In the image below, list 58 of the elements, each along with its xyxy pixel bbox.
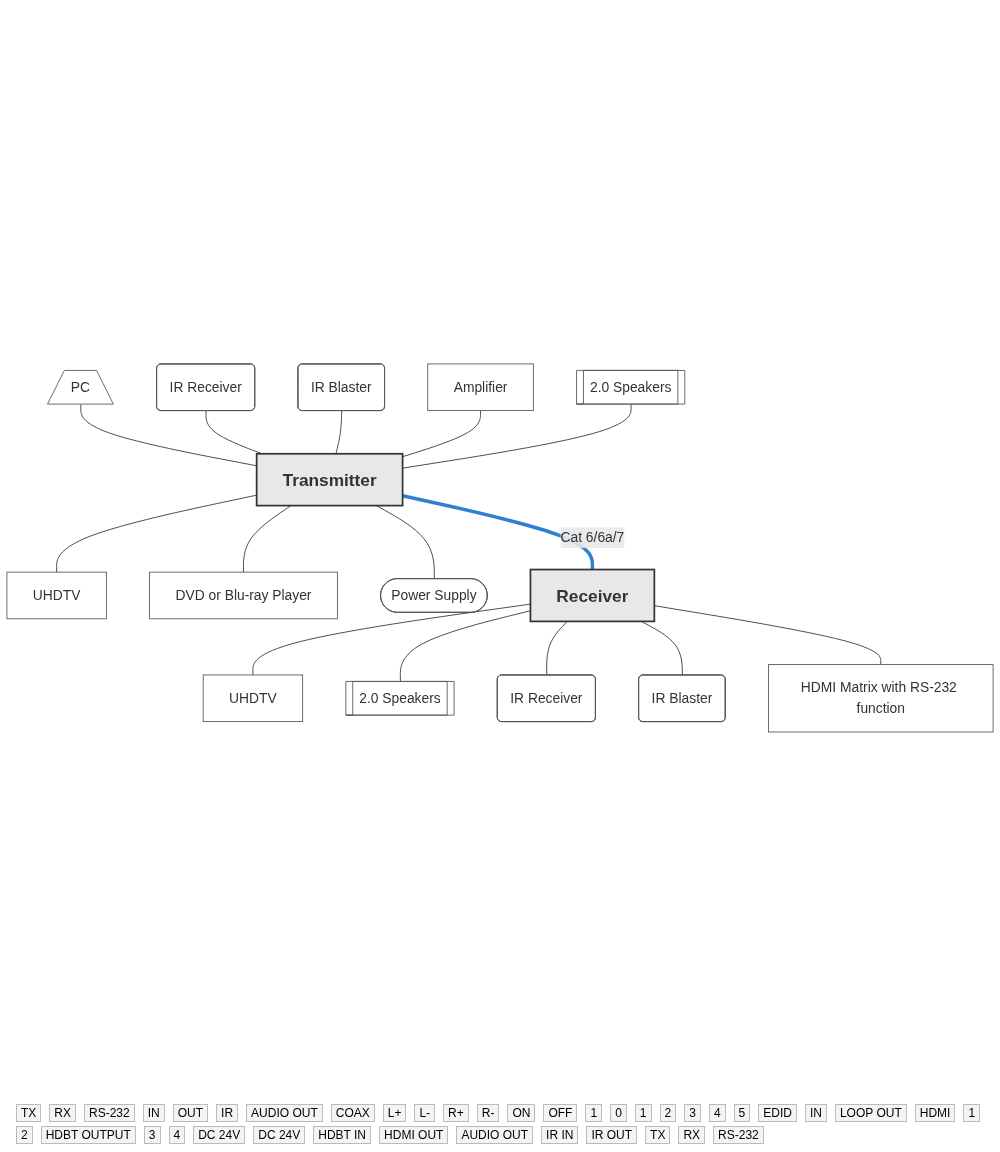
- port-label: RX: [678, 1126, 706, 1144]
- port-label: 1: [634, 1104, 652, 1122]
- port-label: 3: [143, 1126, 161, 1144]
- port-label: DC 24V: [253, 1126, 306, 1144]
- port-label: R-: [476, 1104, 500, 1122]
- node-box: HDMI Matrix with RS-232 function: [768, 664, 994, 733]
- connector: [402, 404, 632, 469]
- port-label: DC 24V: [193, 1126, 246, 1144]
- node-box: Receiver: [529, 568, 656, 623]
- port-label: HDBT OUTPUT: [40, 1126, 136, 1144]
- port-label: 1: [585, 1104, 603, 1122]
- port-label: RS-232: [84, 1104, 135, 1122]
- port-label: RS-232: [713, 1126, 764, 1144]
- port-label: 0: [610, 1104, 627, 1122]
- port-label: COAX: [330, 1104, 375, 1122]
- port-label: TX: [16, 1104, 42, 1122]
- port-label: L+: [382, 1104, 407, 1122]
- port-label: ON: [507, 1104, 536, 1122]
- port-label: AUDIO OUT: [246, 1104, 323, 1122]
- port-label: IN: [804, 1104, 827, 1122]
- port-label: 4: [708, 1104, 726, 1122]
- connector: [640, 621, 683, 676]
- edge-label: Cat 6/6a/7: [560, 529, 625, 545]
- node-box: UHDTV: [6, 571, 107, 620]
- port-label: OUT: [172, 1104, 209, 1122]
- port-label: L-: [414, 1104, 436, 1122]
- port-label: 1: [963, 1104, 981, 1122]
- port-label: HDMI OUT: [379, 1126, 449, 1144]
- node-box: UHDTV: [202, 674, 304, 723]
- port-label: LOOP OUT: [834, 1104, 907, 1122]
- node-box: Amplifier: [427, 363, 534, 412]
- port-label: EDID: [758, 1104, 797, 1122]
- port-label: 2: [659, 1104, 677, 1122]
- port-label: AUDIO OUT: [456, 1126, 534, 1144]
- connector: [402, 410, 481, 458]
- port-label: HDBT IN: [313, 1126, 372, 1144]
- connector: [375, 505, 435, 580]
- port-label: 4: [168, 1126, 186, 1144]
- connector: [399, 610, 531, 683]
- port-label: R+: [443, 1104, 469, 1122]
- port-label: HDMI: [914, 1104, 956, 1122]
- port-label: RX: [49, 1104, 76, 1122]
- node-box: Transmitter: [255, 452, 404, 507]
- port-label: IR OUT: [586, 1126, 638, 1144]
- connector: [335, 410, 343, 455]
- port-label: TX: [645, 1126, 671, 1144]
- connector: [546, 621, 568, 676]
- connector: [243, 505, 292, 573]
- port-label: 2: [16, 1126, 33, 1144]
- port-label: OFF: [543, 1104, 578, 1122]
- port-label: IN: [142, 1104, 165, 1122]
- connector: [402, 494, 595, 570]
- connector: [252, 603, 531, 676]
- port-label: IR: [216, 1104, 239, 1122]
- port-label: 5: [733, 1104, 751, 1122]
- port-label: 3: [684, 1104, 701, 1122]
- node-box: DVD or Blu-ray Player: [149, 571, 338, 620]
- port-label: IR IN: [541, 1126, 579, 1144]
